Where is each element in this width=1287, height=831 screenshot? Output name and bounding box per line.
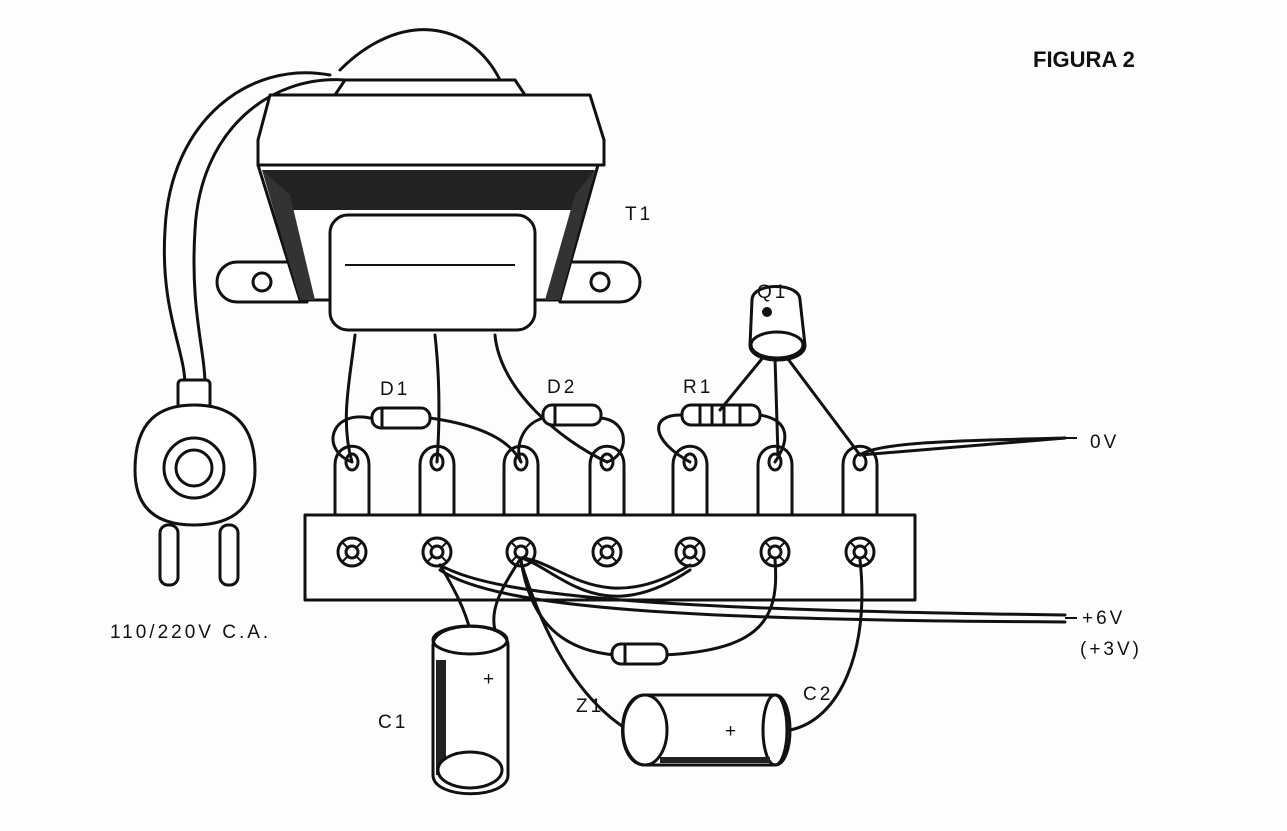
wiring <box>331 333 1077 732</box>
label-plus-3v: (+3V) <box>1080 639 1142 660</box>
diode-d1 <box>370 406 432 430</box>
solder-lug <box>671 444 709 522</box>
terminal-strip <box>303 444 917 602</box>
label-d1: D1 <box>380 379 410 400</box>
label-d2: D2 <box>547 377 577 398</box>
rivet <box>336 536 368 568</box>
lug-hole <box>344 452 360 472</box>
transformer-t1 <box>215 78 642 332</box>
transistor-q1 <box>718 285 862 457</box>
label-r1: R1 <box>683 377 713 398</box>
label-c1: C1 <box>378 712 408 733</box>
lug-hole <box>599 452 615 472</box>
figure-title: FIGURA 2 <box>1033 47 1135 72</box>
label-c2: C2 <box>803 684 833 705</box>
solder-lug <box>756 444 794 522</box>
resistor-r1 <box>680 403 762 427</box>
solder-lug <box>333 444 371 522</box>
rivet <box>844 536 876 568</box>
lug-hole <box>767 452 783 472</box>
label-t1: T1 <box>625 204 653 225</box>
solder-lug <box>588 444 626 522</box>
label-mains: 110/220V C.A. <box>110 622 271 643</box>
solder-lug <box>418 444 456 522</box>
label-q1: Q1 <box>757 282 788 303</box>
rivet <box>591 536 623 568</box>
lug-hole <box>682 452 698 472</box>
label-plus-6v: +6V <box>1082 608 1125 629</box>
capacitor-c2: + <box>621 693 792 767</box>
lug-hole <box>513 452 529 472</box>
capacitor-c1: + <box>431 624 510 796</box>
solder-lug <box>841 444 879 522</box>
solder-lug <box>502 444 540 522</box>
diode-d2 <box>541 403 603 427</box>
mains-plug <box>133 378 257 587</box>
power-cord <box>162 28 502 387</box>
label-z1: Z1 <box>576 696 604 717</box>
rivet <box>421 536 453 568</box>
c2-plus-mark: + <box>725 721 739 742</box>
c1-plus-mark: + <box>483 669 497 690</box>
zener-z1 <box>610 642 669 666</box>
label-0v: 0V <box>1090 432 1119 453</box>
